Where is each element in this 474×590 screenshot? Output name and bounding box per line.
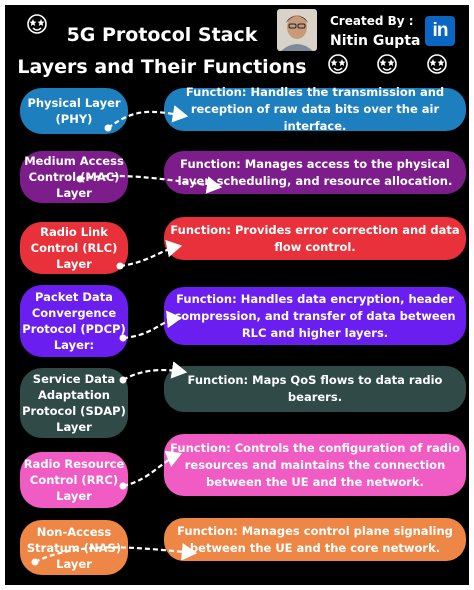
author-name: Nitin Gupta <box>330 33 421 49</box>
function-box-sdap: Function: Maps QoS flows to data radio b… <box>164 366 466 412</box>
function-text: Function: Manages access to the physical… <box>177 156 453 188</box>
layer-label: Radio Link Control (RLC) Layer <box>30 225 118 271</box>
star-struck-emoji-icon <box>427 54 447 74</box>
created-by-label: Created By : <box>330 14 414 28</box>
layer-box-nas: Non-Access Stratum (NAS) Layer <box>20 520 128 575</box>
function-box-pdcp: Function: Handles data encryption, heade… <box>164 287 466 345</box>
layer-box-rlc: Radio Link Control (RLC) Layer <box>20 222 128 274</box>
layer-label: Packet Data Convergence Protocol (PDCP) … <box>22 290 126 352</box>
layer-box-rrc: Radio Resource Control (RRC) Layer <box>20 452 128 508</box>
layer-label: Physical Layer (PHY) <box>27 96 121 126</box>
page-title-line2: Layers and Their Functions <box>17 56 307 78</box>
layer-box-pdcp: Packet Data Convergence Protocol (PDCP) … <box>20 285 128 357</box>
function-text: Function: Controls the configuration of … <box>170 440 460 489</box>
function-text: Function: Provides error correction and … <box>170 222 460 254</box>
author-avatar <box>277 9 317 51</box>
function-box-physical: Function: Handles the transmission and r… <box>164 85 466 133</box>
layer-box-physical: Physical Layer (PHY) <box>20 88 128 134</box>
star-struck-emoji-icon <box>27 14 47 34</box>
star-struck-emoji-icon <box>328 54 348 74</box>
function-text: Function: Handles the transmission and r… <box>185 85 445 133</box>
function-text: Function: Handles data encryption, heade… <box>174 291 456 340</box>
layer-label: Non-Access Stratum (NAS) Layer <box>26 524 122 571</box>
star-struck-emoji-icon <box>377 54 397 74</box>
layer-label: Radio Resource Control (RRC) Layer <box>23 457 125 503</box>
layer-label: Service Data Adaptation Protocol (SDAP) … <box>22 372 126 434</box>
function-text: Function: Manages control plane signalin… <box>177 523 453 555</box>
linkedin-logo-icon[interactable]: in <box>425 16 455 46</box>
page-title-line1: 5G Protocol Stack <box>66 24 258 46</box>
function-box-rrc: Function: Controls the configuration of … <box>164 434 466 496</box>
function-box-nas: Function: Manages control plane signalin… <box>164 518 466 561</box>
layer-box-mac: Medium Access Control (MAC) Layer <box>20 151 128 203</box>
layer-box-sdap: Service Data Adaptation Protocol (SDAP) … <box>20 368 128 438</box>
layer-label: Medium Access Control (MAC) Layer <box>24 154 124 200</box>
function-box-mac: Function: Manages access to the physical… <box>164 151 466 194</box>
function-text: Function: Maps QoS flows to data radio b… <box>187 373 443 404</box>
function-box-rlc: Function: Provides error correction and … <box>164 217 466 260</box>
